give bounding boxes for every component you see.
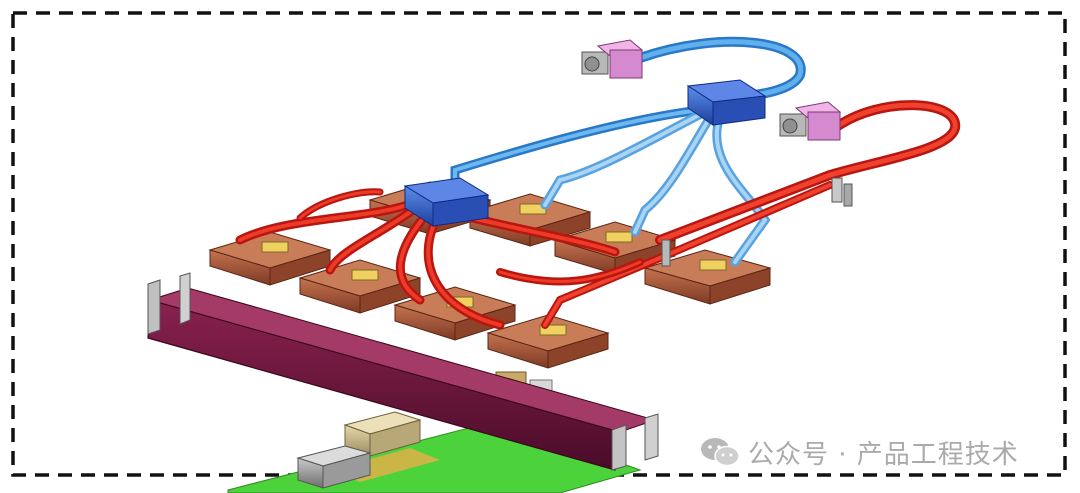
inlet-fitting: [581, 39, 644, 79]
outlet-fitting: [779, 101, 842, 141]
blue-manifold-center: [403, 177, 490, 227]
cold-plate-7: [553, 221, 677, 275]
cold-plate-8: [643, 249, 772, 305]
watermark: 公众号 · 产品工程技术: [700, 432, 1019, 472]
wechat-icon: [700, 435, 740, 469]
blue-manifold-top: [686, 79, 767, 126]
dashed-frame: [11, 11, 1067, 477]
cold-plate-4: [486, 314, 610, 369]
heatsink-module-1: [343, 411, 422, 457]
watermark-text: 公众号 · 产品工程技术: [748, 439, 1019, 470]
hot-coolant-pipes: [235, 100, 961, 330]
bracket-rail: [147, 272, 659, 471]
heatsink-module-2: [296, 445, 372, 489]
pipe-support-bracket: [831, 177, 853, 207]
pipe-clamp: [661, 239, 671, 267]
